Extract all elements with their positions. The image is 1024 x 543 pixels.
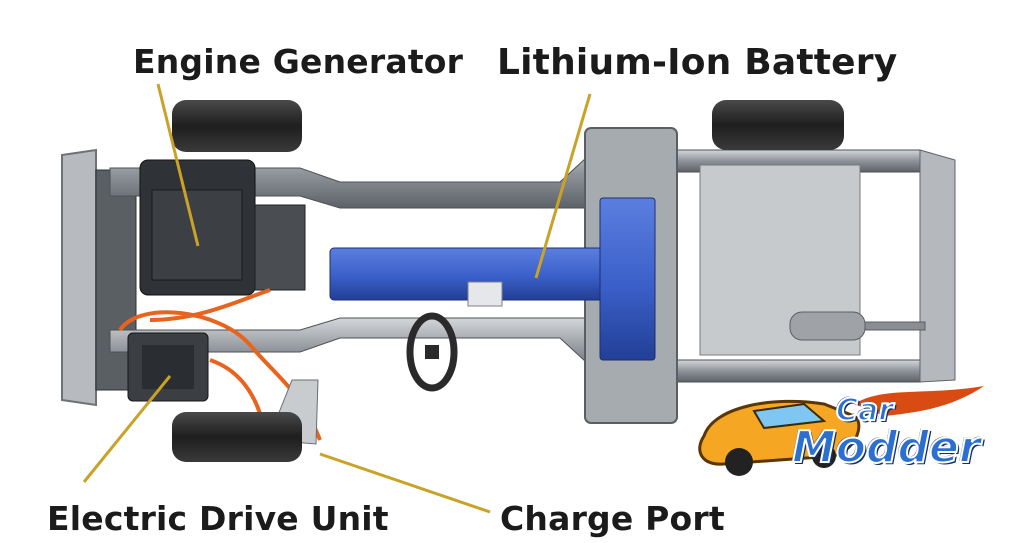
muffler: [789, 311, 926, 341]
leader-charge-port: [319, 452, 491, 514]
label-charge-port: Charge Port: [500, 499, 725, 538]
carmodder-logo: Car Modder: [684, 376, 1004, 486]
steering-wheel: [406, 312, 458, 392]
leader-lines: [82, 83, 592, 514]
tires: [172, 100, 844, 462]
label-engine-generator: Engine Generator: [133, 42, 464, 81]
label-electric-drive-unit: Electric Drive Unit: [47, 499, 389, 538]
front-right-tire: [172, 412, 302, 462]
front-left-tire: [172, 100, 302, 152]
logo-text-car: Car: [835, 393, 894, 428]
electric-drive-unit-block: [127, 332, 209, 402]
logo-text-modder: Modder: [791, 422, 982, 473]
leader-engine-generator: [156, 83, 200, 247]
label-lithium-ion-battery: Lithium-Ion Battery: [497, 42, 898, 83]
leader-lithium-ion-battery: [534, 93, 592, 279]
rear-left-tire: [712, 100, 844, 150]
engine-generator-block: [139, 159, 306, 296]
lithium-ion-battery-pack: [329, 197, 656, 361]
leader-electric-drive-unit: [82, 375, 172, 483]
cartoon-car-icon: [698, 386, 984, 476]
